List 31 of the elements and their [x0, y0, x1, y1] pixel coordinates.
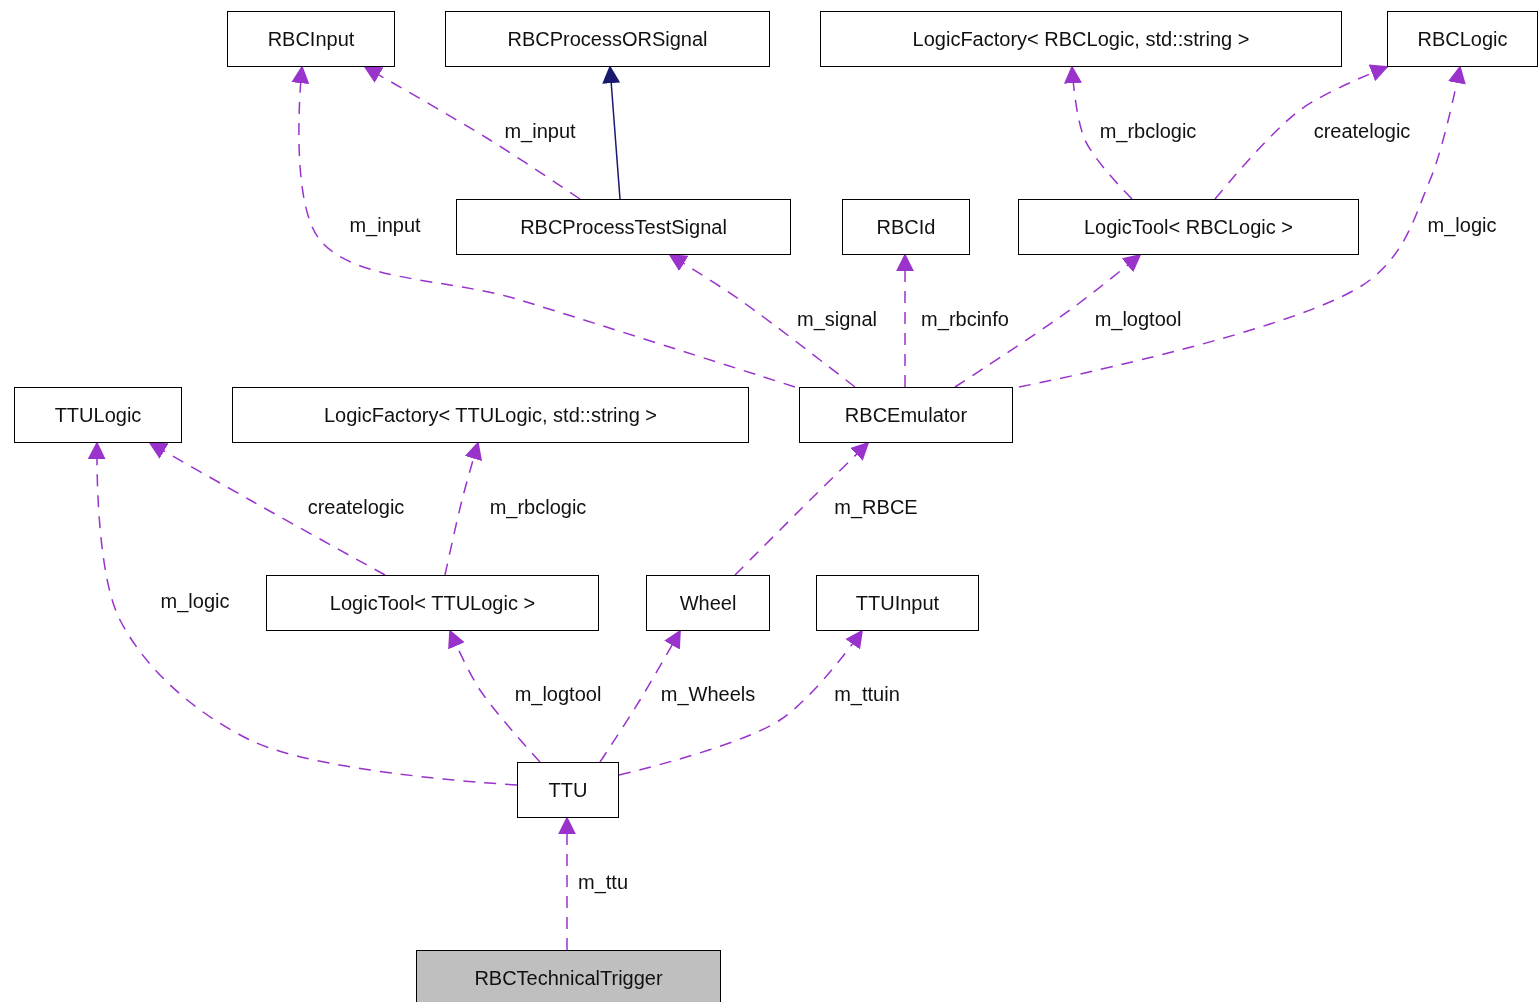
arrow	[618, 629, 864, 776]
arrow	[1018, 65, 1466, 388]
class-box: RBCProcessTestSignal	[456, 199, 791, 255]
arrow	[558, 816, 576, 951]
class-box: TTULogic	[14, 387, 182, 443]
arrow	[444, 441, 483, 576]
class-box: RBCProcessORSignal	[445, 11, 770, 67]
class-box: RBCEmulator	[799, 387, 1013, 443]
arrow	[602, 65, 621, 200]
arrow	[148, 442, 386, 576]
class-box: LogicFactory< TTULogic, std::string >	[232, 387, 749, 443]
arrow	[896, 253, 914, 388]
class-box: LogicFactory< RBCLogic, std::string >	[820, 11, 1342, 67]
arrow	[1064, 65, 1133, 200]
class-box: RBCInput	[227, 11, 395, 67]
arrow	[954, 253, 1142, 388]
class-box: RBCId	[842, 199, 970, 255]
arrow	[291, 65, 796, 388]
class-box: RBCLogic	[1387, 11, 1538, 67]
arrow	[363, 66, 581, 200]
class-box: TTUInput	[816, 575, 979, 631]
class-box: LogicTool< RBCLogic >	[1018, 199, 1359, 255]
class-box: LogicTool< TTULogic >	[266, 575, 599, 631]
arrow	[1214, 64, 1389, 200]
class-box: TTU	[517, 762, 619, 818]
class-box: RBCTechnicalTrigger	[416, 950, 721, 1002]
arrow	[87, 441, 518, 786]
arrow	[448, 629, 541, 763]
class-box: Wheel	[646, 575, 770, 631]
arrow	[668, 254, 856, 388]
arrow	[734, 441, 870, 576]
